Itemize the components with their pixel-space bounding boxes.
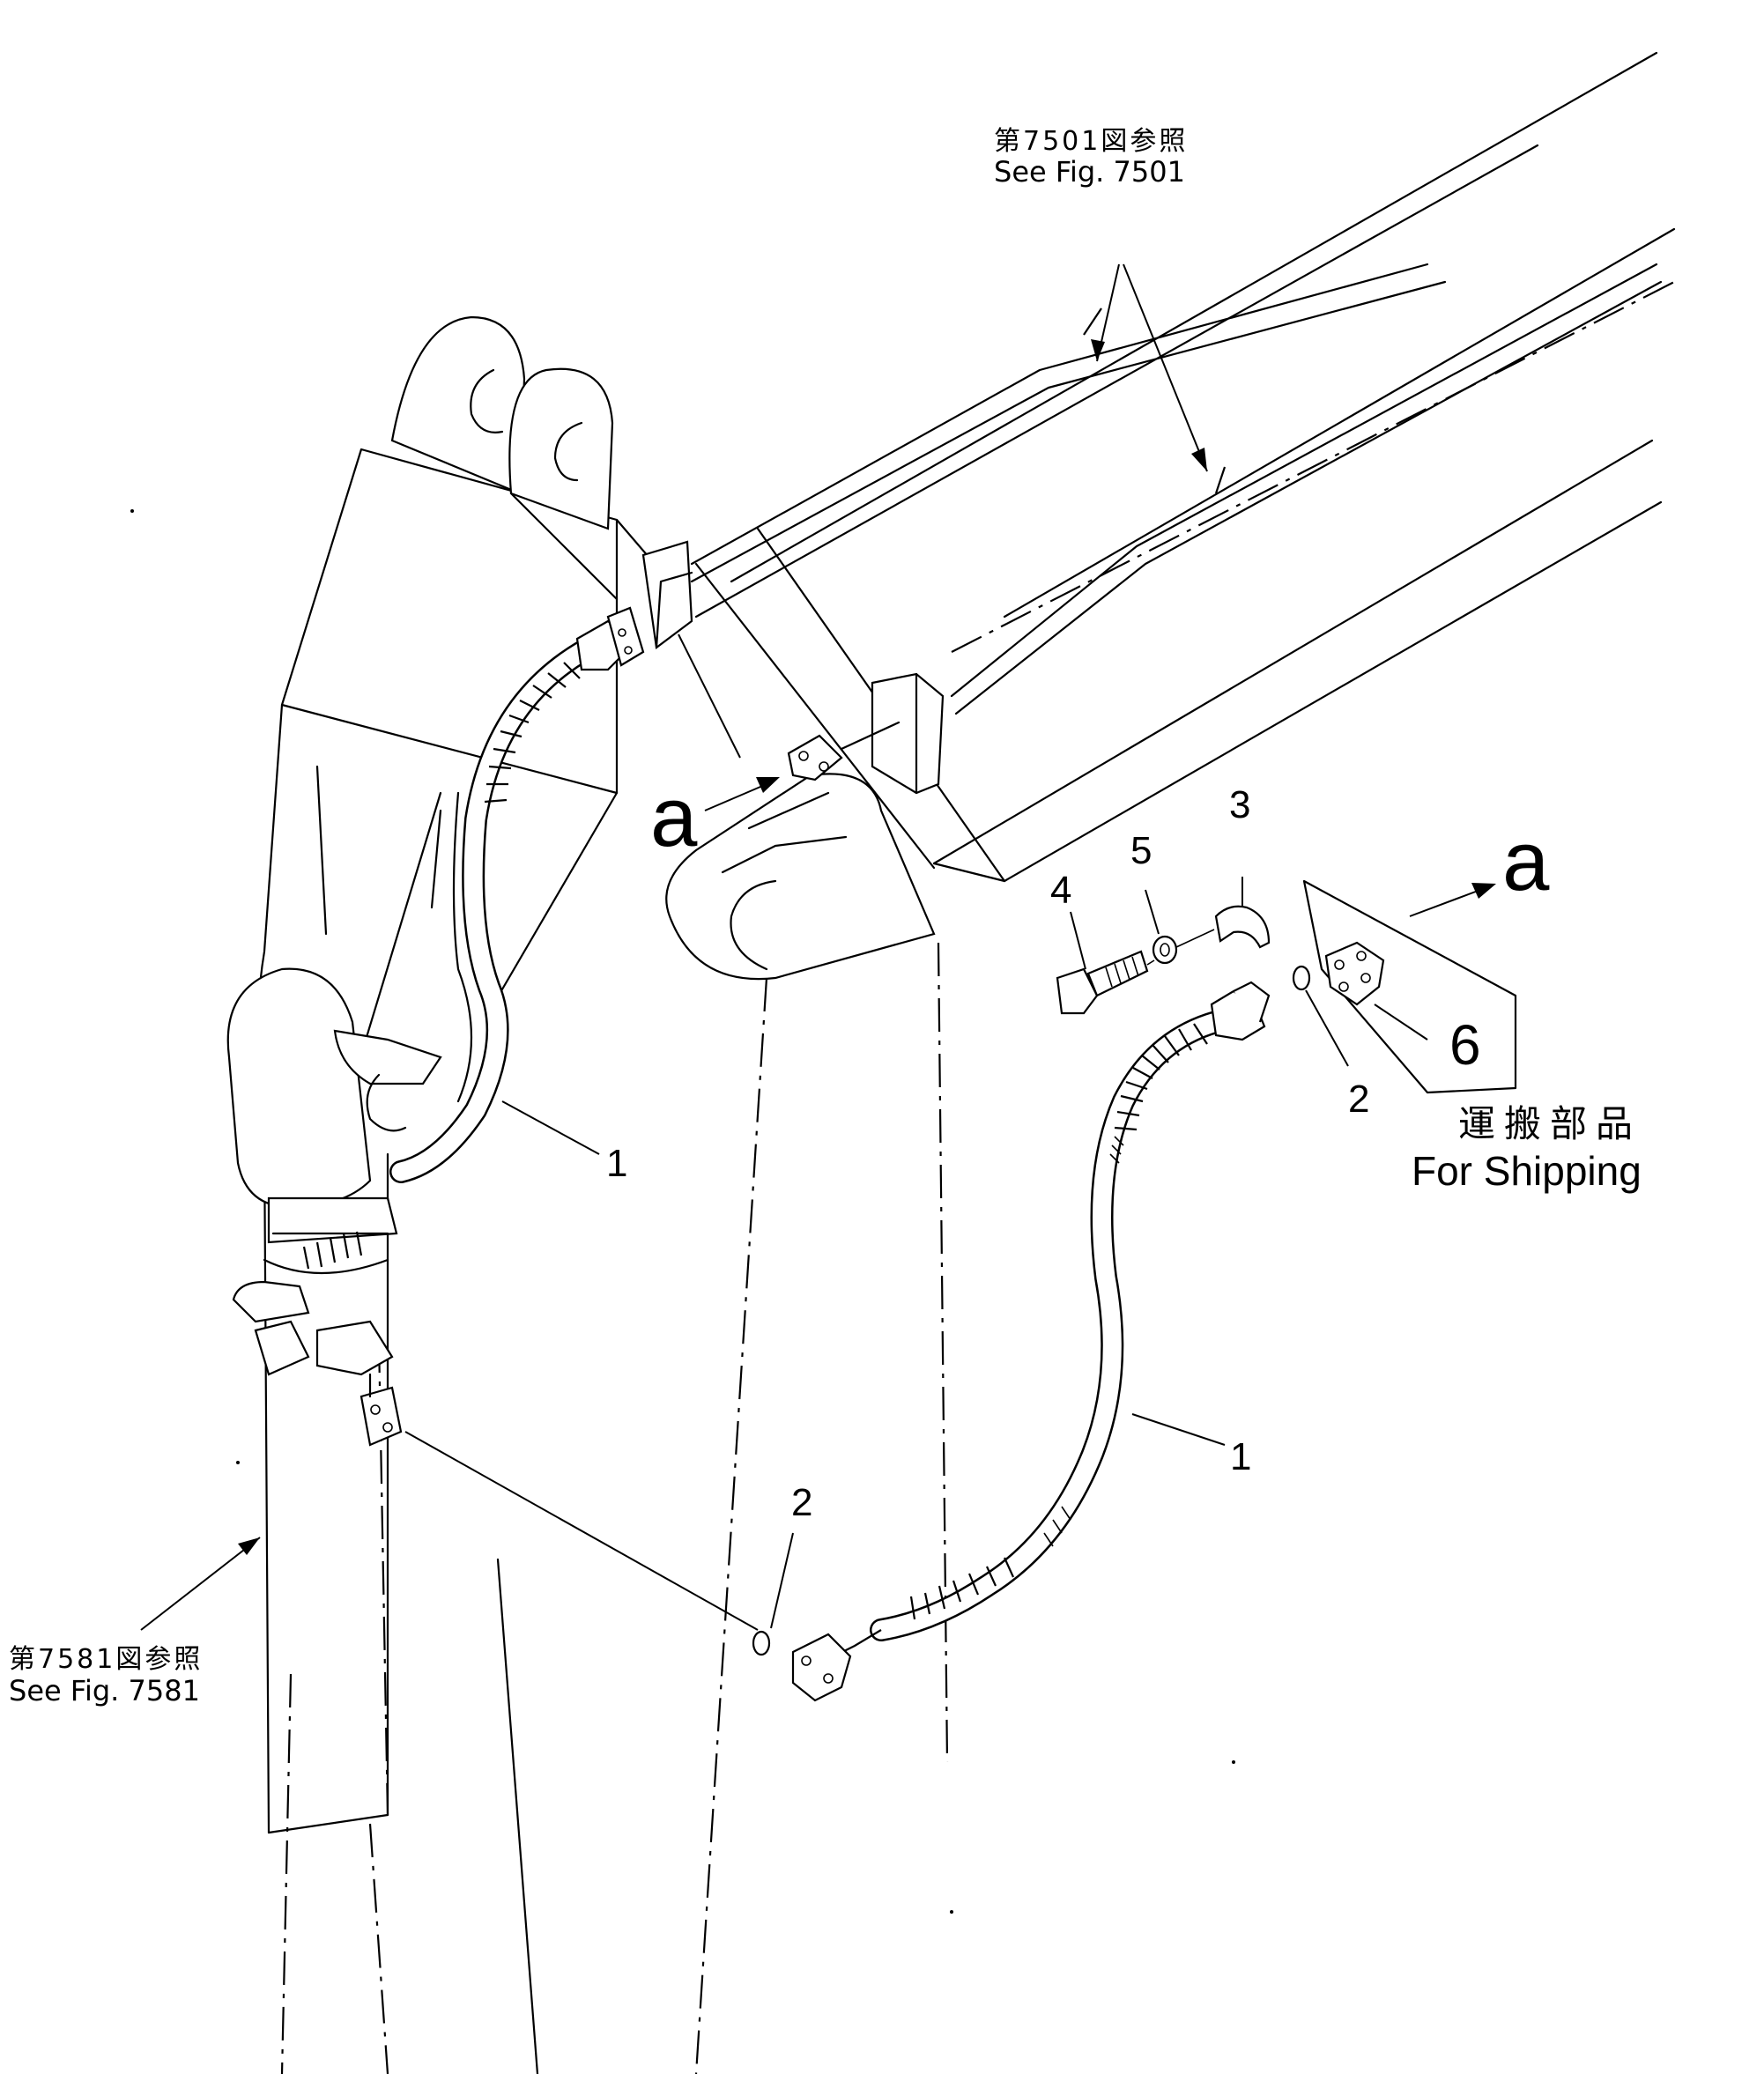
callout-hose-upper: 1 [606, 1142, 627, 1185]
boom-body [257, 315, 689, 2074]
bolt-4 [1056, 950, 1149, 1015]
speck [130, 509, 134, 513]
flange-leader [678, 633, 741, 759]
lower-flange-leader [404, 1431, 759, 1631]
shipping-label-jp: 運搬部品 [1458, 1103, 1642, 1144]
callout-oring-lower: 2 [791, 1481, 812, 1524]
arm-centerline [694, 977, 768, 2074]
arm-foot [665, 773, 936, 981]
shipping-label-en: For Shipping [1412, 1148, 1642, 1194]
half-clamp-3 [1214, 905, 1271, 949]
ref-left-en: See Fig. 7581 [9, 1674, 200, 1707]
callout-oring-right: 2 [1348, 1078, 1369, 1121]
hose-lower [791, 981, 1271, 1702]
shipping-detail [1302, 879, 1517, 1094]
callout-hose-lower: 1 [1230, 1435, 1251, 1478]
washer-5 [1152, 935, 1178, 965]
pipe-brackets [641, 540, 945, 795]
boom-pivot [226, 967, 442, 1376]
callout-cover-plate: 6 [1449, 1013, 1481, 1077]
speck [236, 1461, 240, 1464]
speck [950, 1910, 953, 1914]
view-arrow-detail [1409, 883, 1496, 917]
oring-2-lower [752, 1630, 771, 1656]
view-label-main: a [650, 770, 698, 864]
ref-top-jp: 第7501図参照 [994, 126, 1188, 157]
callout-leaders [501, 877, 1428, 1629]
assembly-line-2 [1146, 959, 1155, 966]
arm-centerline-2 [937, 942, 949, 1763]
ref-top-en: See Fig. 7501 [994, 155, 1185, 189]
assembly-line-1 [1175, 929, 1215, 948]
speck [1232, 1760, 1235, 1764]
left-reference-arrow [140, 1537, 261, 1631]
ref-left-jp: 第7581図参照 [9, 1644, 203, 1675]
callout-washer: 5 [1130, 829, 1152, 872]
callout-half-clamp: 3 [1229, 783, 1250, 826]
oring-2-right [1292, 965, 1311, 991]
top-reference-arrows [1091, 263, 1208, 472]
view-label-detail: a [1502, 814, 1550, 908]
callout-bolt: 4 [1050, 869, 1071, 912]
hose-upper [302, 606, 645, 1447]
view-arrow-main [704, 777, 780, 811]
